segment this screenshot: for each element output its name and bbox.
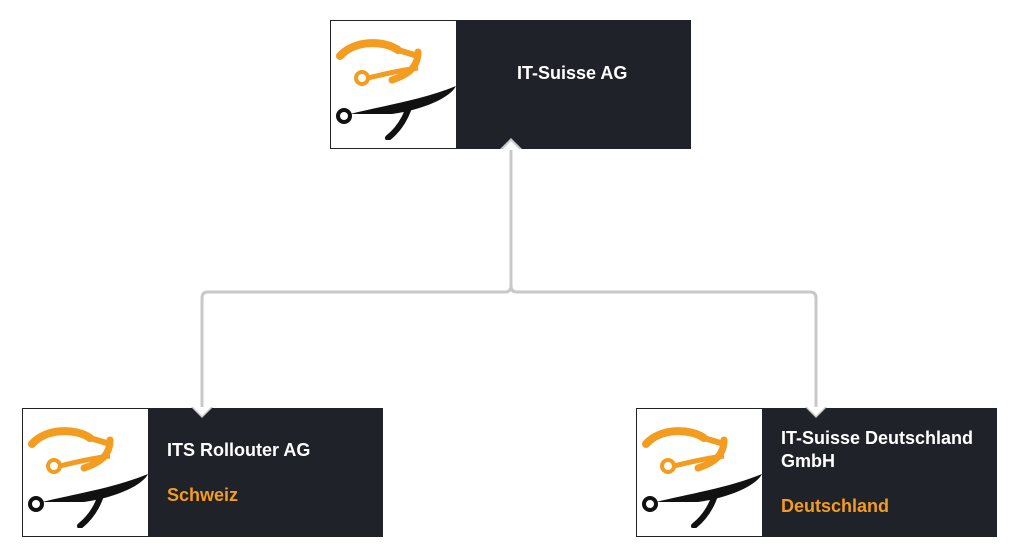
it-suisse-logo-icon: [641, 426, 762, 528]
node-text: IT-Suisse Deutschland GmbH Deutschland: [763, 409, 996, 536]
org-node-germany[interactable]: IT-Suisse Deutschland GmbH Deutschland: [636, 408, 997, 537]
expand-caret-root-inner: [502, 141, 520, 150]
node-country: Deutschland: [781, 496, 890, 516]
connector-root-to-switzerland: [200, 149, 513, 408]
collapse-caret-switzerland-inner: [193, 407, 211, 416]
logo-container: [637, 409, 763, 536]
it-suisse-logo-icon: [335, 38, 456, 140]
node-name: IT-Suisse AG: [517, 63, 628, 83]
connector-root-to-germany: [509, 285, 818, 408]
it-suisse-logo-icon: [27, 426, 148, 528]
node-country: Schweiz: [167, 484, 239, 505]
logo-container: [331, 21, 457, 148]
node-name: IT-Suisse Deutschland GmbH: [781, 428, 974, 471]
node-text: IT-Suisse AG: [457, 21, 690, 148]
logo-container: [23, 409, 149, 536]
node-text: ITS Rollouter AG Schweiz: [149, 409, 382, 536]
collapse-caret-germany-inner: [807, 407, 825, 416]
node-name: ITS Rollouter AG: [167, 439, 311, 460]
org-node-switzerland[interactable]: ITS Rollouter AG Schweiz: [22, 408, 383, 537]
org-node-root[interactable]: IT-Suisse AG: [330, 20, 691, 149]
